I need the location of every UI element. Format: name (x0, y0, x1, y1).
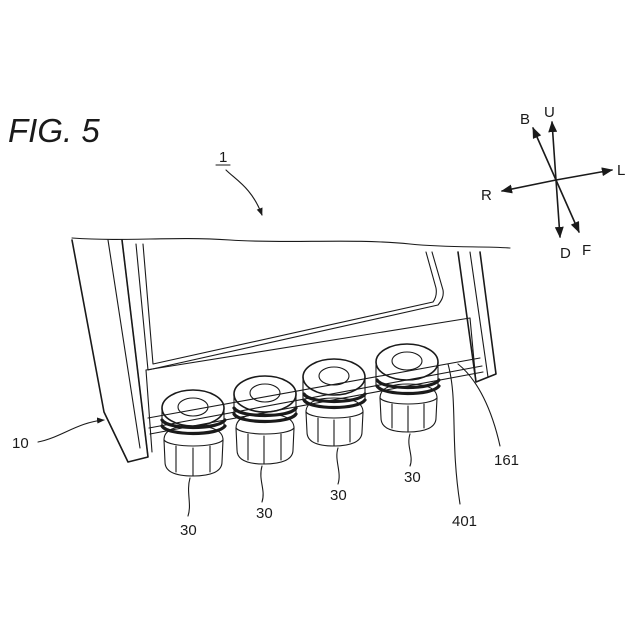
figure-title: FIG. 5 (8, 112, 100, 149)
rail-callout: 161 (458, 364, 519, 469)
connector-assembly-1 (162, 390, 225, 476)
connector-label-4: 30 (404, 469, 421, 486)
connector-callouts: 30 30 30 30 (180, 434, 421, 539)
housing-body (72, 238, 510, 462)
connector-label-3: 30 (330, 487, 347, 504)
direction-label-back: B (520, 111, 530, 128)
direction-label-left: L (617, 162, 625, 179)
frame-callout: 10 (12, 420, 104, 452)
direction-compass: U B L R D F (481, 104, 625, 262)
frame-label: 10 (12, 435, 29, 452)
direction-label-right: R (481, 187, 492, 204)
assembly-callout: 1 (216, 149, 262, 215)
connector-assembly-3 (303, 359, 365, 446)
direction-label-up: U (544, 104, 555, 121)
connector-label-1: 30 (180, 522, 197, 539)
direction-label-front: F (582, 242, 591, 259)
rail-label: 161 (494, 452, 519, 469)
plate-label: 401 (452, 513, 477, 530)
connector-assembly-2 (234, 376, 296, 464)
direction-label-down: D (560, 245, 571, 262)
plate-callout: 401 (448, 364, 477, 530)
connector-label-2: 30 (256, 505, 273, 522)
connector-assembly-4 (376, 344, 439, 432)
assembly-label: 1 (219, 149, 227, 166)
